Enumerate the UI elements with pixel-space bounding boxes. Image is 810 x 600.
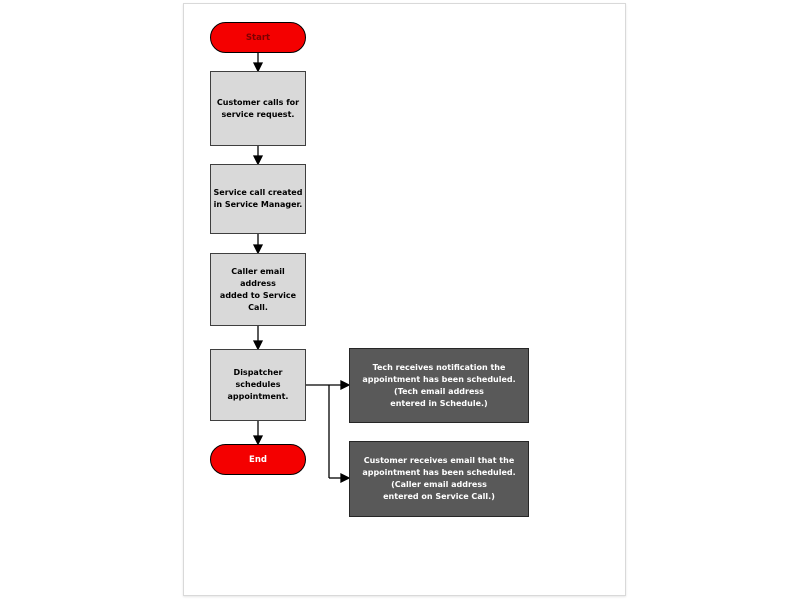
process-caller-email-added-label: Caller email address added to Service Ca…: [219, 266, 297, 312]
arrowhead-step3: [252, 244, 264, 255]
end-label: End: [249, 454, 267, 465]
note-customer-email-label: Customer receives email that the appoint…: [362, 456, 516, 501]
process-dispatcher-schedules: Dispatcher schedules appointment.: [210, 349, 306, 421]
arrowhead-step4: [252, 340, 264, 351]
arrowhead-step1: [252, 62, 264, 73]
note-customer-email: Customer receives email that the appoint…: [349, 441, 529, 517]
process-caller-email-added: Caller email address added to Service Ca…: [210, 253, 306, 326]
note-tech-notification-label: Tech receives notification the appointme…: [362, 362, 516, 408]
note-tech-notification: Tech receives notification the appointme…: [349, 348, 529, 423]
end-terminator: End: [210, 444, 306, 475]
start-terminator: Start: [210, 22, 306, 53]
process-service-call-created: Service call created in Service Manager.: [210, 164, 306, 234]
process-service-call-created-label: Service call created in Service Manager.: [213, 188, 303, 209]
start-label: Start: [245, 32, 271, 43]
arrowhead-note1: [340, 379, 351, 391]
process-customer-calls: Customer calls for service request.: [210, 71, 306, 146]
arrowhead-step2: [252, 155, 264, 166]
process-customer-calls-label: Customer calls for service request.: [216, 97, 300, 119]
process-dispatcher-schedules-label: Dispatcher schedules appointment.: [227, 368, 289, 401]
arrowhead-end: [252, 435, 264, 446]
document-page: Start Customer calls for service request…: [183, 3, 626, 596]
arrowhead-note2: [340, 472, 351, 484]
